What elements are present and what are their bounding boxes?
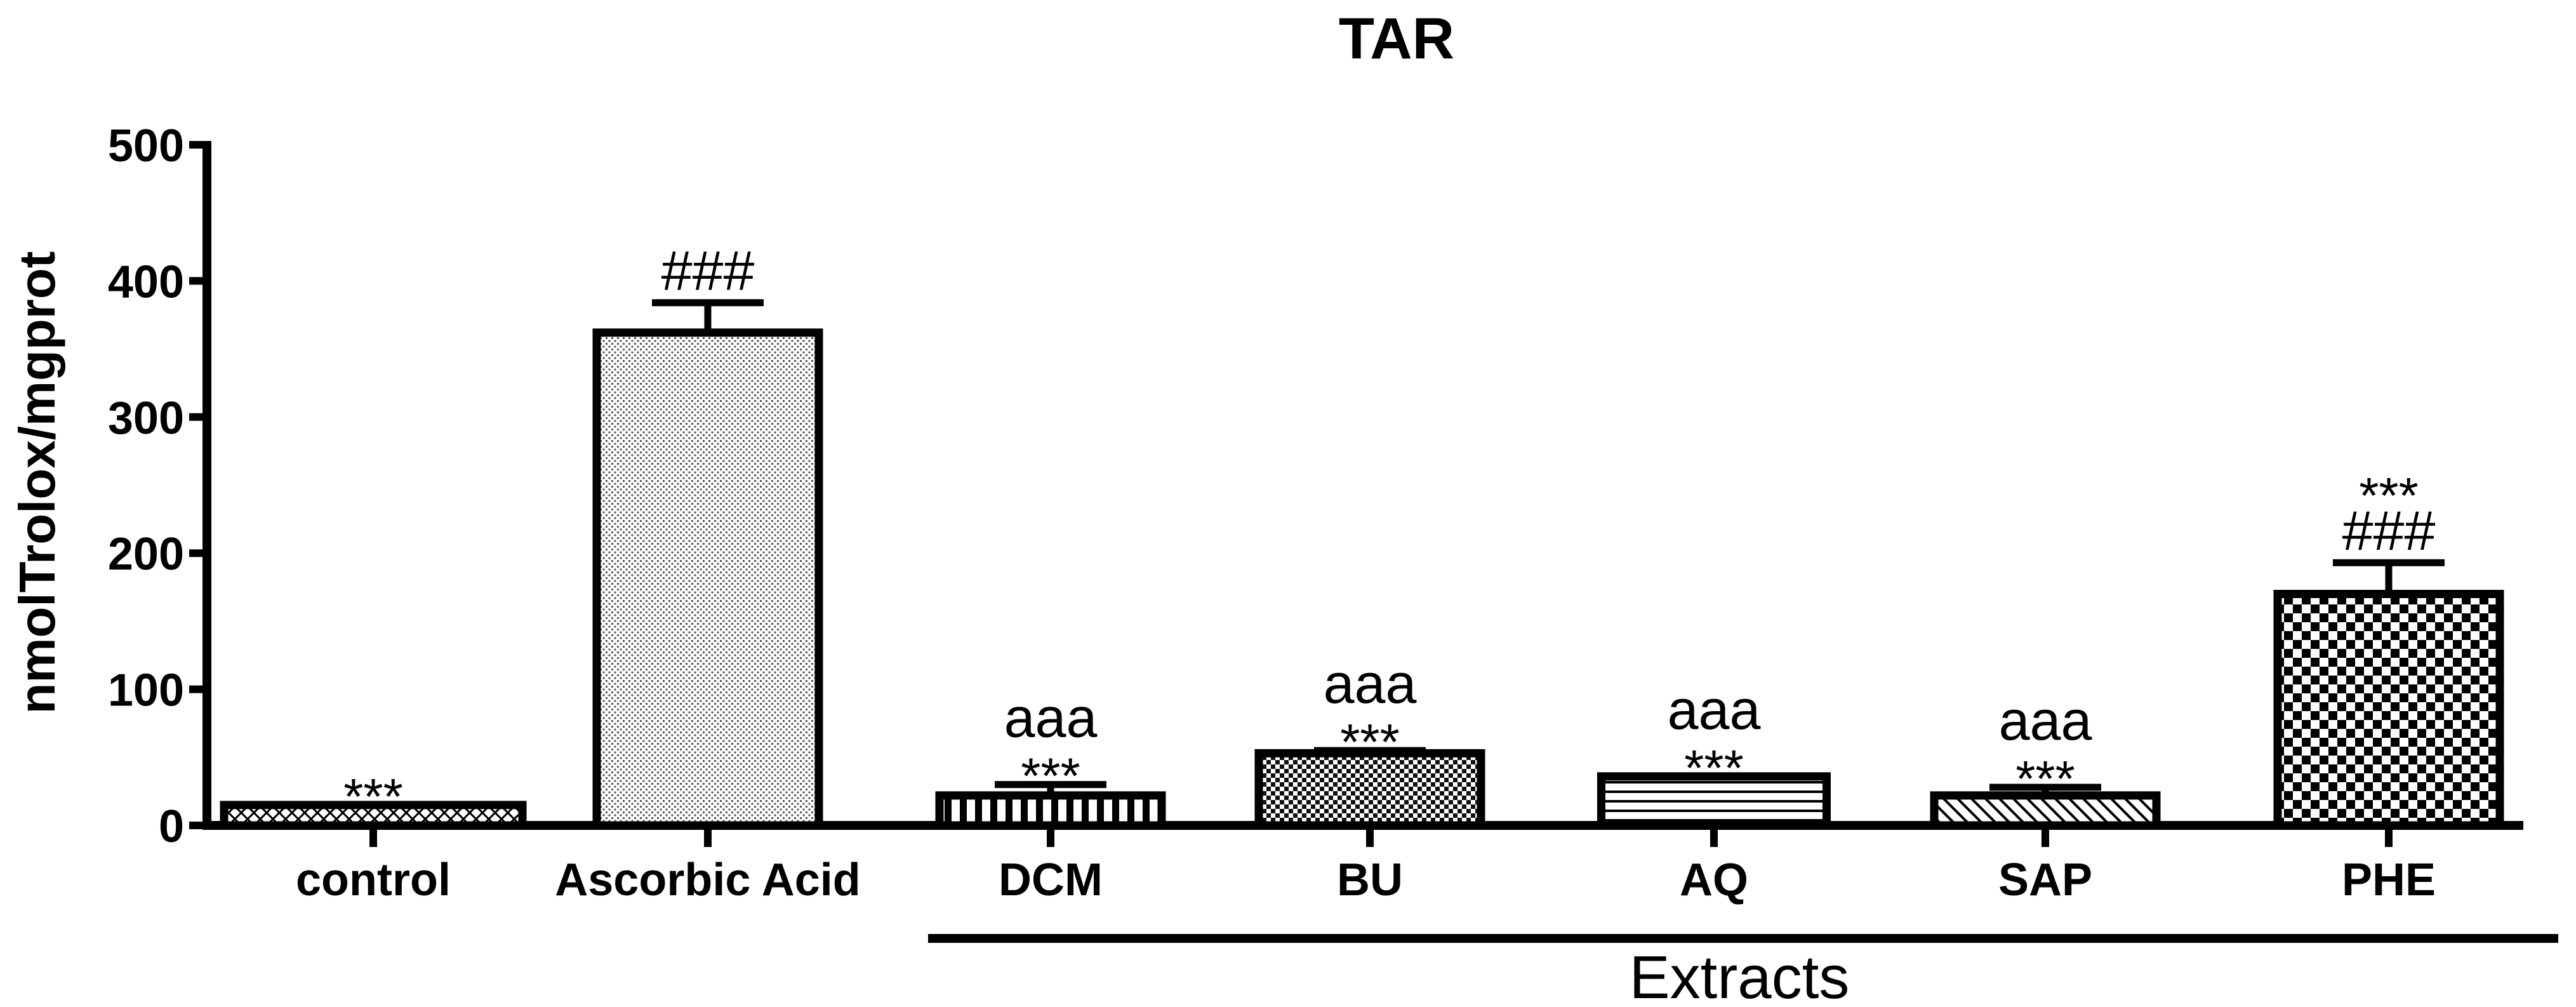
significance-label: *** bbox=[343, 768, 402, 825]
bar-control bbox=[220, 801, 527, 830]
x-tick-label: AQ bbox=[1680, 855, 1748, 905]
category-labels: ***control###Ascorbic Acid***aaaDCM***aa… bbox=[296, 239, 2436, 905]
y-tick-label: 200 bbox=[108, 529, 184, 580]
x-tick-label: Ascorbic Acid bbox=[555, 855, 860, 905]
y-axis-label: nmolTrolox/mgprot bbox=[9, 251, 65, 714]
y-tick-label: 500 bbox=[108, 121, 184, 171]
bar-phe bbox=[2273, 590, 2504, 830]
extracts-group-label: Extracts bbox=[1630, 944, 1850, 1007]
significance-label: ### bbox=[661, 239, 755, 302]
significance-label: *** bbox=[1684, 740, 1743, 796]
chart-title: TAR bbox=[1339, 6, 1454, 71]
bar-bu bbox=[1254, 749, 1485, 830]
y-tick-label: 100 bbox=[108, 665, 184, 716]
y-tick-label: 400 bbox=[108, 257, 184, 307]
significance-label: aaa bbox=[1999, 689, 2092, 752]
bar-ascorbic-acid bbox=[592, 328, 823, 830]
bars bbox=[220, 299, 2504, 830]
x-tick-label: SAP bbox=[1998, 855, 2092, 905]
y-tick-label: 300 bbox=[108, 393, 184, 444]
x-tick-label: DCM bbox=[999, 855, 1103, 905]
significance-label: *** bbox=[1021, 748, 1080, 804]
bar-aq bbox=[1597, 772, 1831, 830]
significance-label: *** bbox=[2359, 467, 2418, 524]
significance-label: aaa bbox=[1668, 678, 1761, 741]
x-tick-label: control bbox=[296, 855, 451, 905]
axes: 0 100 200 300 400 500 bbox=[108, 121, 2523, 852]
significance-label: *** bbox=[1340, 714, 1399, 770]
significance-label: aaa bbox=[1004, 686, 1098, 749]
x-tick-label: PHE bbox=[2342, 855, 2436, 905]
significance-label: *** bbox=[2015, 750, 2075, 807]
significance-label: ### bbox=[2342, 499, 2436, 562]
x-tick-label: BU bbox=[1337, 855, 1403, 905]
significance-label: aaa bbox=[1324, 652, 1417, 715]
y-tick-label: 0 bbox=[159, 801, 184, 852]
